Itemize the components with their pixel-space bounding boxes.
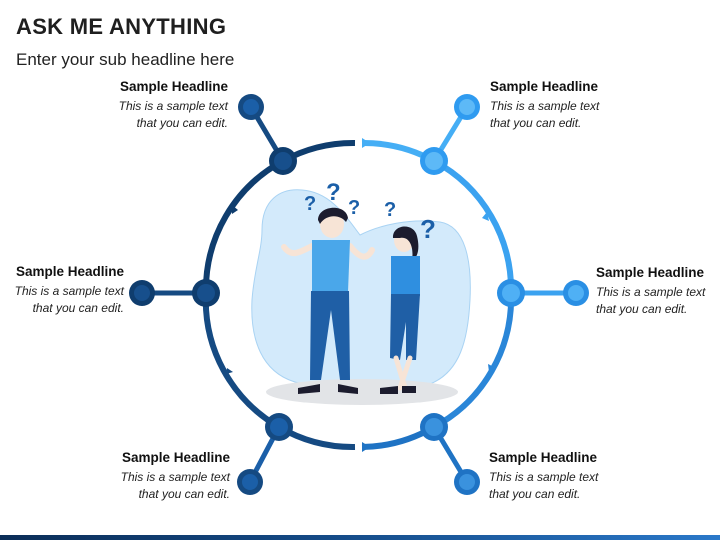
ring-arc-upper-right	[432, 158, 515, 294]
callout-text-line: that you can edit.	[32, 301, 124, 315]
chevron-icon	[232, 205, 238, 214]
callout-text-line: This is a sample text	[14, 284, 124, 298]
question-mark-icon: ?	[348, 197, 360, 219]
ring-chevrons	[226, 138, 494, 452]
callout-top-right: Sample Headline This is a sample text th…	[490, 79, 690, 132]
woman-top	[391, 256, 420, 296]
callout-text-line: that you can edit.	[138, 487, 230, 501]
bottom-accent-bar	[0, 535, 720, 540]
callout-headline: Sample Headline	[119, 79, 228, 94]
callout-text-line: that you can edit.	[136, 116, 228, 130]
woman-shoes	[380, 386, 416, 394]
question-mark-icon: ?	[420, 214, 436, 244]
callout-headline: Sample Headline	[490, 79, 599, 94]
node-inner	[425, 418, 443, 436]
chevron-icon	[362, 138, 370, 148]
callout-text-line: This is a sample text	[118, 99, 228, 113]
man-hair	[318, 207, 348, 224]
node-inner	[568, 285, 584, 301]
man-shoes	[298, 384, 358, 394]
nodes	[129, 94, 589, 495]
ring-arc-lower-right	[432, 292, 515, 430]
page-title: ASK ME ANYTHING	[16, 14, 227, 39]
floor-shadow	[266, 379, 458, 405]
woman-legs	[393, 355, 413, 391]
callout-headline: Sample Headline	[15, 264, 124, 279]
callout-middle-right: Sample Headline This is a sample text th…	[596, 265, 720, 318]
woman-hair	[392, 226, 419, 260]
node-inner	[197, 284, 215, 302]
callout-headline: Sample Headline	[596, 265, 705, 280]
callout-bottom-left: Sample Headline This is a sample text th…	[30, 450, 230, 503]
node-inner	[134, 285, 150, 301]
question-mark-icon: ?	[304, 193, 316, 215]
chevron-icon	[226, 368, 233, 374]
chevron-icon	[482, 212, 489, 221]
node-inner	[459, 99, 475, 115]
callout-text-line: This is a sample text	[489, 470, 599, 484]
callout-headline: Sample Headline	[121, 450, 230, 465]
ring-arc-lower-left	[202, 292, 281, 430]
callout-text-line: This is a sample text	[490, 99, 600, 113]
callout-text-line: that you can edit.	[596, 302, 688, 316]
node-inner	[274, 152, 292, 170]
chevron-icon	[362, 442, 370, 452]
callout-text-line: This is a sample text	[596, 285, 706, 299]
man-arms	[281, 243, 375, 260]
callout-text-line: This is a sample text	[120, 470, 230, 484]
ring-arc-upper-left	[202, 158, 285, 294]
node-inner	[243, 99, 259, 115]
man-figure	[281, 207, 375, 394]
node-inner	[502, 284, 520, 302]
callout-headline: Sample Headline	[489, 450, 598, 465]
callout-top-left: Sample Headline This is a sample text th…	[28, 79, 228, 132]
question-mark-icon: ?	[326, 179, 341, 206]
callout-middle-left: Sample Headline This is a sample text th…	[0, 264, 124, 317]
woman-figure	[380, 226, 420, 394]
man-pants	[310, 291, 350, 380]
chevron-icon	[488, 364, 494, 372]
callout-text-line: that you can edit.	[490, 116, 582, 130]
node-inner	[459, 474, 475, 490]
callout-bottom-right: Sample Headline This is a sample text th…	[489, 450, 689, 503]
woman-pants	[390, 294, 420, 360]
question-marks: ? ? ? ? ?	[304, 179, 436, 244]
man-shirt	[312, 240, 350, 292]
page-subtitle: Enter your sub headline here	[16, 50, 235, 69]
node-inner	[425, 152, 443, 170]
question-mark-icon: ?	[384, 199, 396, 221]
illustration: ? ? ? ? ?	[251, 179, 471, 405]
background-blob	[251, 189, 471, 392]
node-inner	[270, 418, 288, 436]
node-inner	[242, 474, 258, 490]
callout-text-line: that you can edit.	[489, 487, 581, 501]
